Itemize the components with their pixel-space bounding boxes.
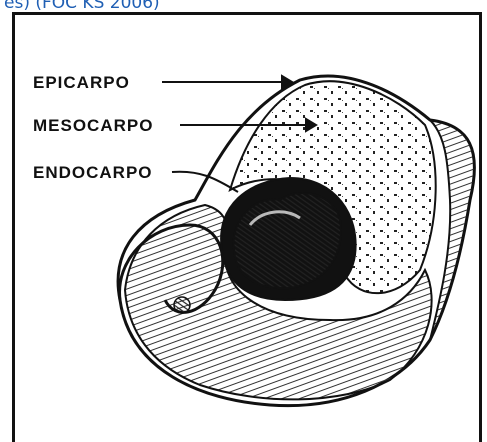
label-mesocarp: MESOCARPO xyxy=(33,116,153,136)
stem-knot xyxy=(174,297,190,313)
label-endocarp: ENDOCARPO xyxy=(33,163,153,183)
label-epicarp: EPICARPO xyxy=(33,73,130,93)
